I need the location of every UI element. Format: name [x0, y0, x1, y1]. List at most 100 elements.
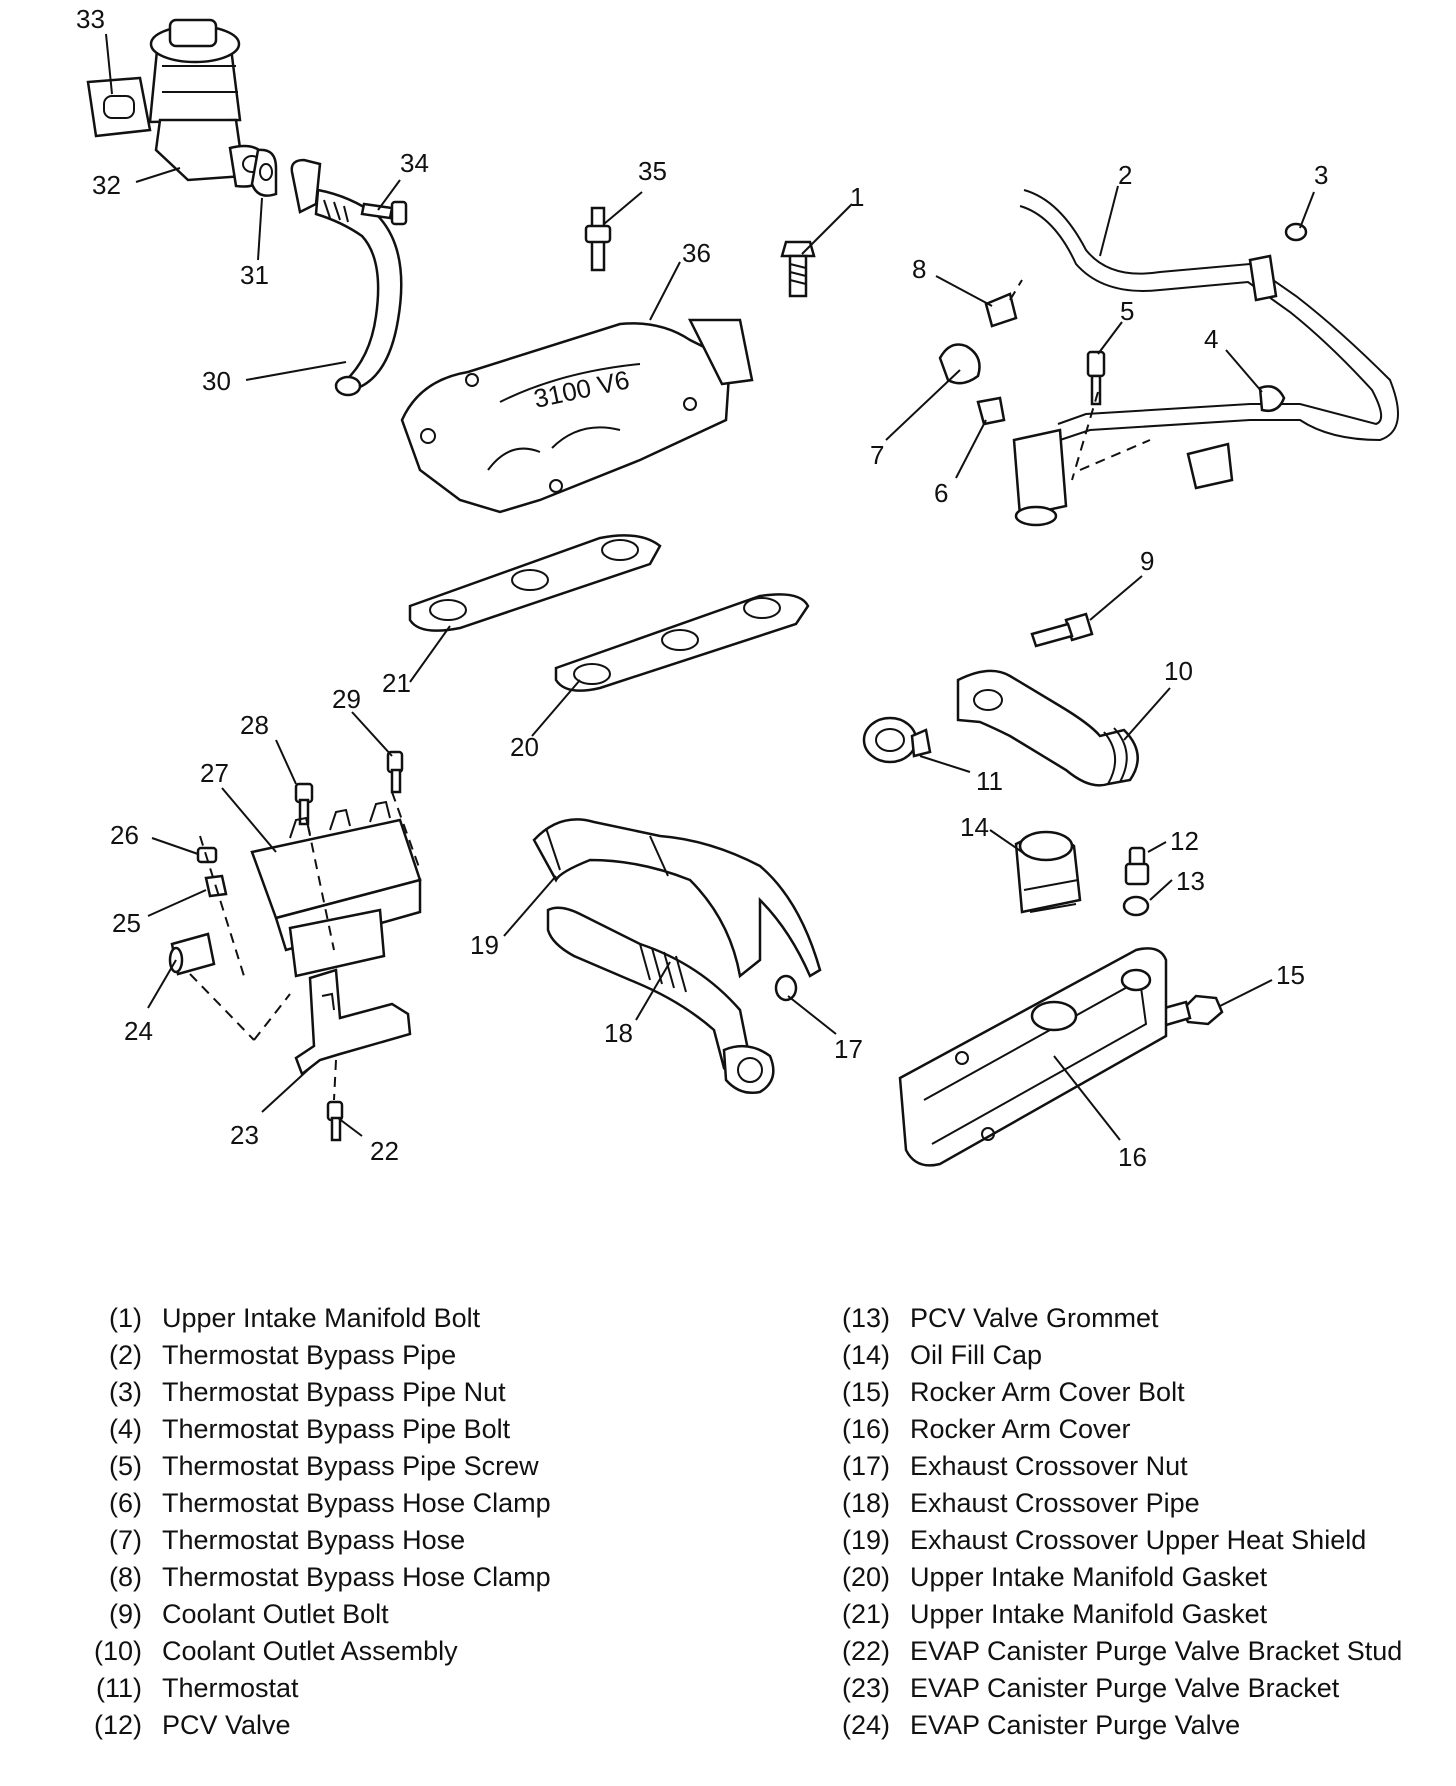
egr-gasket [250, 148, 278, 197]
legend-column-right: (13)PCV Valve Grommet (14)Oil Fill Cap (… [816, 1300, 1402, 1744]
callout-5: 5 [1120, 296, 1134, 326]
coolant-outlet-assembly [956, 669, 1139, 787]
legend-label: Thermostat [162, 1673, 299, 1703]
legend-item: (21) Upper Intake Manifold Gasket [816, 1596, 1402, 1633]
legend-number: (24) [841, 1710, 890, 1740]
legend-item: (17)Exhaust Crossover Nut [816, 1448, 1402, 1485]
upper-intake-manifold-bolt [780, 240, 816, 298]
legend-item: (23) EVAP Canister Purge Valve Bracket [816, 1670, 1402, 1707]
parts-legend: (1)Upper Intake Manifold Bolt (2)Thermos… [0, 1300, 1456, 1740]
legend-item: (4) Thermostat Bypass Pipe Bolt [68, 1411, 551, 1448]
legend-item: (6) Thermostat Bypass Hose Clamp [68, 1485, 551, 1522]
legend-label: Thermostat Bypass Hose [162, 1525, 466, 1555]
legend-number: (8) [109, 1562, 142, 1592]
legend-item: (8) Thermostat Bypass Hose Clamp [68, 1559, 551, 1596]
legend-label: Rocker Arm Cover [910, 1414, 1131, 1444]
callout-numbers: 33 32 31 30 34 35 36 1 2 3 8 5 4 7 6 9 1… [76, 4, 1328, 1172]
exhaust-crossover-nut [774, 974, 798, 1002]
callout-24: 24 [124, 1016, 153, 1046]
thermostat-bypass-hose-assembly [938, 292, 1068, 527]
callout-leader-lines [105, 33, 1315, 1141]
callout-10: 10 [1164, 656, 1193, 686]
legend-number: (15) [841, 1377, 890, 1407]
legend-item: (20)Upper Intake Manifold Gasket [816, 1559, 1402, 1596]
legend-item: (9) Coolant Outlet Bolt [68, 1596, 551, 1633]
callout-15: 15 [1276, 960, 1305, 990]
legend-number: (7) [109, 1525, 142, 1555]
callout-27: 27 [200, 758, 229, 788]
legend-item: (13)PCV Valve Grommet [816, 1300, 1402, 1337]
callout-29: 29 [332, 684, 361, 714]
legend-label: EVAP Canister Purge Valve Bracket [910, 1673, 1340, 1703]
upper-intake-manifold: 3100 V6 [400, 318, 754, 514]
callout-35: 35 [638, 156, 667, 186]
thermostat-bypass-pipe [1019, 189, 1399, 490]
legend-item: (19) Exhaust Crossover Upper Heat Shield [816, 1522, 1402, 1559]
legend-label: Thermostat Bypass Hose Clamp [162, 1562, 551, 1592]
legend-item: (16)Rocker Arm Cover [816, 1411, 1402, 1448]
rocker-arm-cover [898, 947, 1168, 1167]
legend-number: (6) [109, 1488, 142, 1518]
coolant-outlet-bolt [1030, 612, 1094, 648]
legend-label: PCV Valve Grommet [910, 1303, 1159, 1333]
legend-label: PCV Valve [162, 1710, 291, 1740]
legend-label: Coolant Outlet Bolt [162, 1599, 389, 1629]
legend-item: (18)Exhaust Crossover Pipe [816, 1485, 1402, 1522]
legend-item: (5)Thermostat Bypass Pipe Screw [68, 1448, 551, 1485]
legend-number: (11) [95, 1673, 142, 1703]
legend-number: (1) [109, 1303, 142, 1333]
callout-21: 21 [382, 668, 411, 698]
legend-label: Oil Fill Cap [910, 1340, 1043, 1370]
legend-label: Upper Intake Manifold Gasket [910, 1599, 1268, 1629]
legend-number: (10) [93, 1636, 142, 1666]
legend-item: (10)Coolant Outlet Assembly [68, 1633, 551, 1670]
stud-28 [294, 782, 314, 826]
callout-17: 17 [834, 1034, 863, 1064]
upper-intake-manifold-gasket-20 [554, 593, 810, 692]
legend-item: (12)PCV Valve [68, 1707, 551, 1744]
legend-number: (18) [841, 1488, 890, 1518]
callout-18: 18 [604, 1018, 633, 1048]
component-27-assembly [250, 800, 422, 978]
callout-13: 13 [1176, 866, 1205, 896]
legend-label: Upper Intake Manifold Gasket [910, 1562, 1268, 1592]
purge-valve-bracket [294, 968, 412, 1142]
legend-number: (21) [841, 1599, 890, 1629]
legend-item: (14)Oil Fill Cap [816, 1337, 1402, 1374]
legend-label: Thermostat Bypass Pipe Bolt [162, 1414, 511, 1444]
callout-6: 6 [934, 478, 948, 508]
legend-label: Thermostat Bypass Pipe [162, 1340, 457, 1370]
callout-19: 19 [470, 930, 499, 960]
legend-number: (19) [841, 1525, 890, 1555]
callout-30: 30 [202, 366, 231, 396]
legend-label: Upper Intake Manifold Bolt [162, 1303, 481, 1333]
legend-label: EVAP Canister Purge Valve Bracket Stud [910, 1636, 1403, 1666]
callout-8: 8 [912, 254, 926, 284]
thermostat-bypass-pipe-screw [1086, 350, 1106, 406]
callout-14: 14 [960, 812, 989, 842]
assembly-guide-lines [189, 279, 1151, 1101]
callout-34: 34 [400, 148, 429, 178]
legend-item: (3) Thermostat Bypass Pipe Nut [68, 1374, 551, 1411]
callout-7: 7 [870, 440, 884, 470]
callout-23: 23 [230, 1120, 259, 1150]
callout-33: 33 [76, 4, 105, 34]
callout-2: 2 [1118, 160, 1132, 190]
legend-number: (9) [109, 1599, 142, 1629]
legend-label: Thermostat Bypass Pipe Nut [162, 1377, 506, 1407]
legend-label: Thermostat Bypass Hose Clamp [162, 1488, 551, 1518]
legend-column-left: (1)Upper Intake Manifold Bolt (2)Thermos… [68, 1300, 551, 1744]
stud-35 [584, 206, 612, 272]
legend-number: (22) [841, 1636, 890, 1666]
legend-label: Exhaust Crossover Upper Heat Shield [910, 1525, 1367, 1555]
callout-25: 25 [112, 908, 141, 938]
legend-number: (23) [841, 1673, 890, 1703]
legend-number: (3) [109, 1377, 142, 1407]
oil-fill-cap [1014, 830, 1082, 914]
callout-36: 36 [682, 238, 711, 268]
legend-number: (4) [109, 1414, 142, 1444]
callout-22: 22 [370, 1136, 399, 1166]
legend-item: (7) Thermostat Bypass Hose [68, 1522, 551, 1559]
callout-16: 16 [1118, 1142, 1147, 1172]
legend-label: EVAP Canister Purge Valve [910, 1710, 1241, 1740]
